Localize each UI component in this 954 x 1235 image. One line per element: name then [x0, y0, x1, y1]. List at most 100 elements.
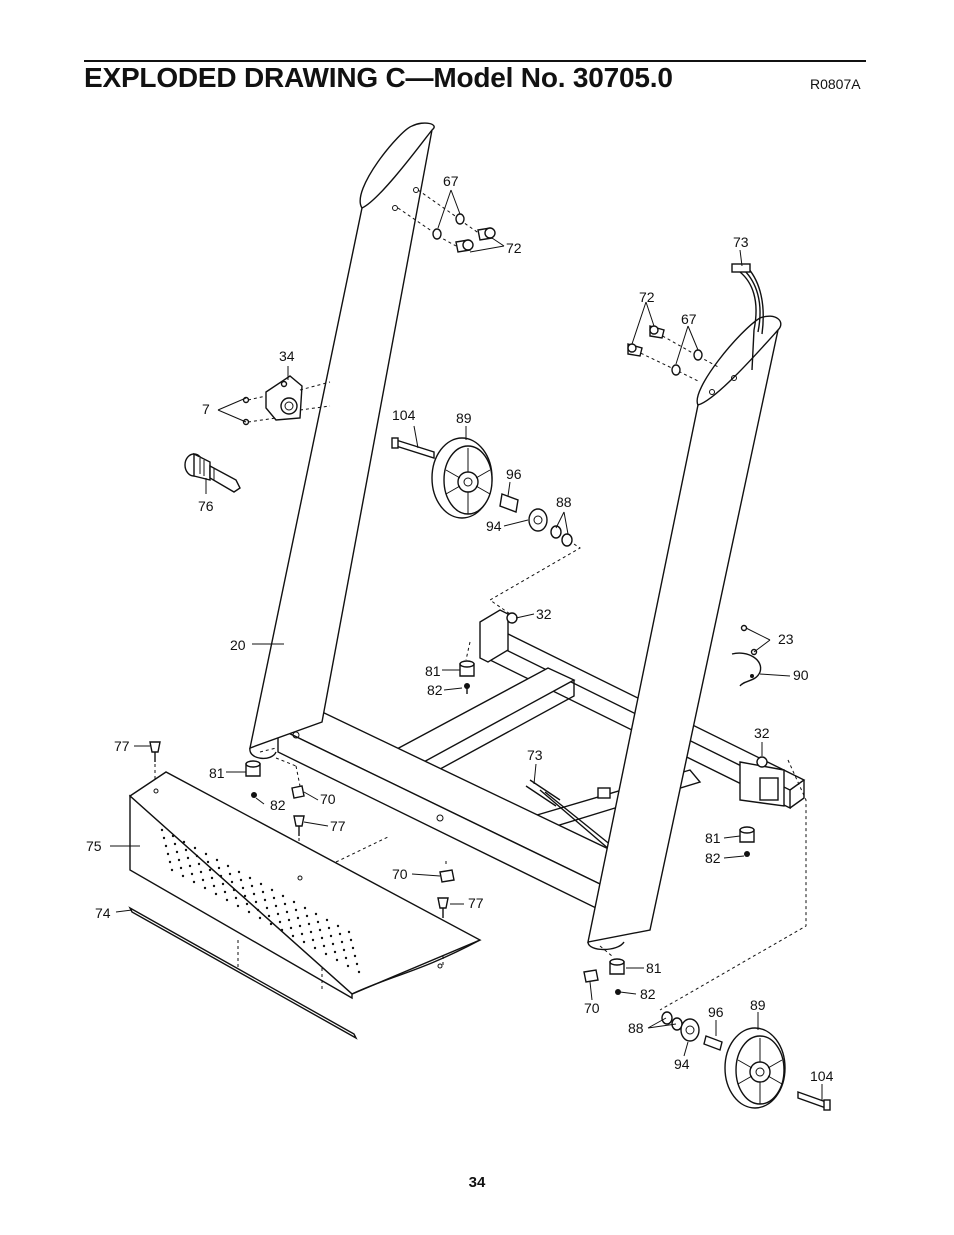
perforation-hole	[280, 928, 284, 932]
perforation-hole	[256, 908, 260, 912]
perforation-hole	[221, 882, 225, 886]
perforation-hole	[234, 896, 238, 900]
callout-67: 67	[443, 173, 459, 189]
perforation-hole	[320, 936, 324, 940]
perforation-hole	[184, 848, 188, 852]
callout-104: 104	[392, 407, 416, 423]
perforation-hole	[247, 910, 251, 914]
callout-76: 76	[198, 498, 214, 514]
callout-75: 75	[86, 838, 102, 854]
perforation-hole	[289, 926, 293, 930]
callout-72: 72	[506, 240, 522, 256]
perforation-hole	[160, 828, 164, 832]
callout-82: 82	[270, 797, 286, 813]
perforation-hole	[355, 962, 359, 966]
perforation-hole	[199, 870, 203, 874]
perforation-hole	[267, 914, 271, 918]
callout-89: 89	[456, 410, 472, 426]
perforation-hole	[173, 842, 177, 846]
perforation-hole	[263, 898, 267, 902]
perforation-hole	[193, 846, 197, 850]
perforation-hole	[325, 918, 329, 922]
leader-lines	[110, 189, 823, 1100]
perforation-hole	[210, 876, 214, 880]
perforation-hole	[208, 868, 212, 872]
perforation-hole	[333, 950, 337, 954]
perforation-hole	[164, 844, 168, 848]
perforation-hole	[232, 888, 236, 892]
callout-7: 7	[202, 401, 210, 417]
perforation-hole	[192, 880, 196, 884]
perforation-hole	[252, 892, 256, 896]
perforation-hole	[300, 932, 304, 936]
perforation-hole	[162, 836, 166, 840]
perforation-hole	[283, 902, 287, 906]
perforation-hole	[245, 902, 249, 906]
callout-72: 72	[639, 289, 655, 305]
perforation-hole	[298, 924, 302, 928]
upper-right-hardware	[627, 325, 721, 383]
perforation-hole	[357, 970, 361, 974]
perforation-hole	[324, 952, 328, 956]
frame-hardware	[459, 612, 807, 1011]
perforation-hole	[171, 834, 175, 838]
callout-81: 81	[705, 830, 721, 846]
perforation-hole	[318, 928, 322, 932]
perforation-hole	[228, 872, 232, 876]
right-upright-tube	[587, 263, 782, 951]
callout-81: 81	[425, 663, 441, 679]
callout-67: 67	[681, 311, 697, 327]
perforation-hole	[349, 938, 353, 942]
perforation-hole	[219, 874, 223, 878]
callout-82: 82	[705, 850, 721, 866]
perforation-hole	[338, 932, 342, 936]
perforation-hole	[175, 850, 179, 854]
perforation-hole	[278, 920, 282, 924]
callout-89: 89	[750, 997, 766, 1013]
perforation-hole	[166, 852, 170, 856]
bracket-assembly	[242, 375, 331, 426]
perforation-hole	[204, 852, 208, 856]
callout-81: 81	[646, 960, 662, 976]
callout-82: 82	[640, 986, 656, 1002]
front-cover-part	[128, 771, 482, 1000]
lower-right-hardware	[583, 945, 625, 995]
perforation-hole	[214, 892, 218, 896]
perforation-hole	[287, 918, 291, 922]
perforation-hole	[212, 884, 216, 888]
perforation-hole	[276, 912, 280, 916]
perforation-hole	[258, 916, 262, 920]
perforation-hole	[170, 868, 174, 872]
perforation-hole	[311, 938, 315, 942]
perforation-hole	[353, 954, 357, 958]
perforation-hole	[241, 886, 245, 890]
callout-20: 20	[230, 637, 246, 653]
perforation-hole	[236, 904, 240, 908]
perforation-hole	[281, 894, 285, 898]
lower-left-hardware	[149, 741, 455, 966]
perforation-hole	[336, 924, 340, 928]
callout-70: 70	[584, 1000, 600, 1016]
callout-70: 70	[320, 791, 336, 807]
header-rule	[84, 60, 866, 62]
callout-labels: 67 72 73 72 67 34 7 104 89 76 96 88 94 3…	[86, 173, 834, 1084]
perforation-hole	[188, 864, 192, 868]
perforation-hole	[265, 906, 269, 910]
perforation-hole	[186, 856, 190, 860]
perforation-hole	[206, 860, 210, 864]
perforation-hole	[230, 880, 234, 884]
callout-77: 77	[114, 738, 130, 754]
callout-73: 73	[733, 234, 749, 250]
perforation-hole	[307, 922, 311, 926]
perforation-hole	[223, 890, 227, 894]
perforation-hole	[313, 946, 317, 950]
perforation-hole	[327, 926, 331, 930]
callout-34: 34	[279, 348, 295, 364]
perforation-hole	[179, 866, 183, 870]
page-title: EXPLODED DRAWING C—Model No. 30705.0	[84, 62, 673, 93]
callout-88: 88	[556, 494, 572, 510]
callout-104: 104	[810, 1068, 834, 1084]
perforation-hole	[291, 934, 295, 938]
perforation-hole	[225, 898, 229, 902]
